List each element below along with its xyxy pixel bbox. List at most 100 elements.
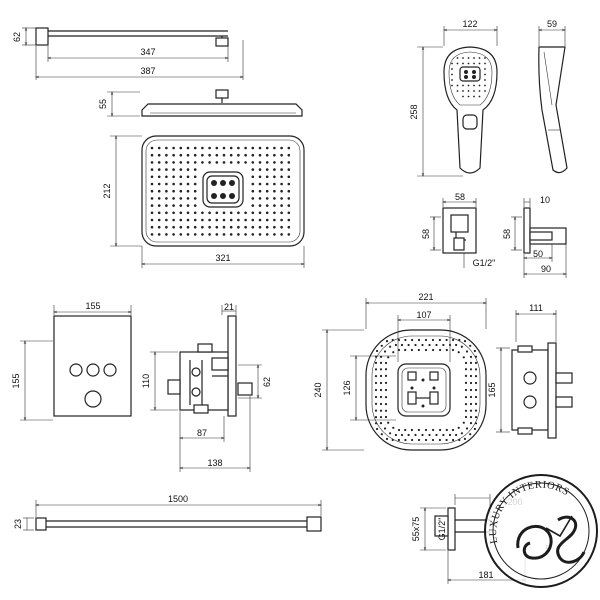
nozzle-dot: [157, 153, 161, 157]
nozzle-dot: [384, 396, 388, 399]
nozzle-dot: [280, 182, 283, 186]
nozzle-dot: [251, 182, 255, 186]
nozzle-dot: [287, 146, 291, 150]
nozzle-dot: [410, 428, 413, 432]
nozzle-dot: [384, 403, 388, 406]
nozzle-dot: [464, 381, 468, 384]
nozzle-dot: [376, 427, 379, 431]
nozzle-dot: [400, 433, 404, 437]
dim-box-inner: 107: [416, 310, 431, 320]
nozzle-dot: [374, 381, 378, 385]
nozzle-dot: [157, 197, 161, 200]
nozzle-dot: [389, 345, 392, 348]
nozzle-dot: [265, 218, 269, 222]
nozzle-dot: [222, 161, 226, 164]
dim-valve-depth2: 138: [207, 458, 222, 468]
nozzle-dot: [465, 350, 469, 353]
nozzle-dot: [179, 168, 183, 171]
nozzle-dot: [478, 84, 481, 87]
nozzle-dot: [287, 211, 291, 215]
nozzle-dot: [287, 218, 291, 222]
dim-valve-offset: 21: [224, 302, 234, 312]
nozzle-dot: [463, 437, 467, 440]
nozzle-dot: [411, 438, 414, 442]
nozzle-dot: [379, 361, 383, 364]
nozzle-dot: [374, 395, 378, 399]
nozzle-dot: [157, 211, 161, 215]
nozzle-dot: [478, 95, 481, 98]
nozzle-dot: [380, 433, 383, 436]
nozzle-dot: [229, 161, 233, 164]
nozzle-dot: [428, 343, 431, 347]
nozzle-dot: [379, 416, 383, 419]
nozzle-dot: [280, 168, 283, 171]
dim-outlet-offset: 50: [533, 249, 543, 259]
nozzle-dot: [384, 374, 388, 377]
nozzle-dot: [265, 153, 269, 157]
nozzle-dot: [474, 409, 478, 412]
nozzle-dot: [237, 233, 240, 236]
nozzle-dot: [462, 84, 464, 87]
nozzle-dot: [421, 433, 424, 437]
nozzle-dot: [186, 225, 190, 229]
nozzle-dot: [379, 368, 383, 371]
nozzle-dot: [417, 438, 421, 442]
nozzle-dot: [469, 361, 473, 364]
nozzle-dot: [451, 79, 453, 81]
hand-shower-front: 122 258: [409, 19, 498, 176]
nozzle-dot: [193, 161, 197, 164]
nozzle-dot: [467, 57, 470, 59]
nozzle-dot: [473, 57, 475, 59]
holder-side: 58 10 50 90: [502, 195, 567, 278]
nozzle-dot: [473, 95, 475, 98]
nozzle-dot: [374, 409, 378, 412]
nozzle-dot: [474, 368, 478, 371]
nozzle-dot: [193, 146, 197, 150]
nozzle-dot: [451, 68, 453, 70]
nozzle-dot: [414, 433, 417, 437]
nozzle-dot: [374, 402, 378, 405]
dim-valve-depth1: 87: [197, 428, 207, 438]
nozzle-grid: [150, 146, 291, 236]
nozzle-dot: [385, 437, 389, 440]
nozzle-dot: [179, 204, 183, 207]
nozzle-dot: [201, 153, 204, 157]
dim-hand-length: 258: [409, 104, 419, 119]
nozzle-dot: [442, 343, 445, 347]
nozzle-dot: [258, 175, 262, 179]
nozzle-dot: [258, 233, 262, 236]
dim-box-inner-height: 126: [342, 380, 352, 395]
dim-panel-height: 155: [11, 373, 21, 388]
nozzle-dot: [215, 153, 219, 157]
nozzle-dot: [456, 84, 459, 87]
nozzle-dot: [165, 182, 168, 186]
nozzle-dot: [265, 197, 269, 200]
dim-holder-projection: 90: [541, 264, 551, 274]
nozzle-dot: [186, 153, 190, 157]
nozzle-dot: [478, 57, 481, 59]
nozzle-dot: [392, 351, 395, 354]
nozzle-dot: [445, 348, 448, 352]
nozzle-dot: [165, 197, 168, 200]
nozzle-dot: [474, 388, 478, 392]
nozzle-dot: [414, 343, 417, 347]
nozzle-dot: [201, 218, 204, 222]
nozzle-dot: [287, 189, 291, 193]
nozzle-dot: [280, 218, 283, 222]
nozzle-dot: [432, 428, 435, 432]
nozzle-dot: [157, 168, 161, 171]
nozzle-dot: [186, 182, 190, 186]
nozzle-dot: [244, 218, 247, 222]
nozzle-dot: [150, 175, 154, 179]
dim-hand-depth: 59: [547, 19, 557, 29]
nozzle-dot: [451, 348, 455, 352]
concealed-box-front: 221 107 240 126: [313, 292, 487, 451]
nozzle-dot: [165, 218, 168, 222]
nozzle-dot: [287, 153, 291, 157]
nozzle-dot: [424, 348, 428, 352]
nozzle-dot: [186, 233, 190, 236]
nozzle-dot: [397, 428, 401, 432]
dim-arm-length: 347: [140, 47, 155, 57]
nozzle-dot: [258, 211, 262, 215]
nozzle-dot: [469, 368, 473, 371]
